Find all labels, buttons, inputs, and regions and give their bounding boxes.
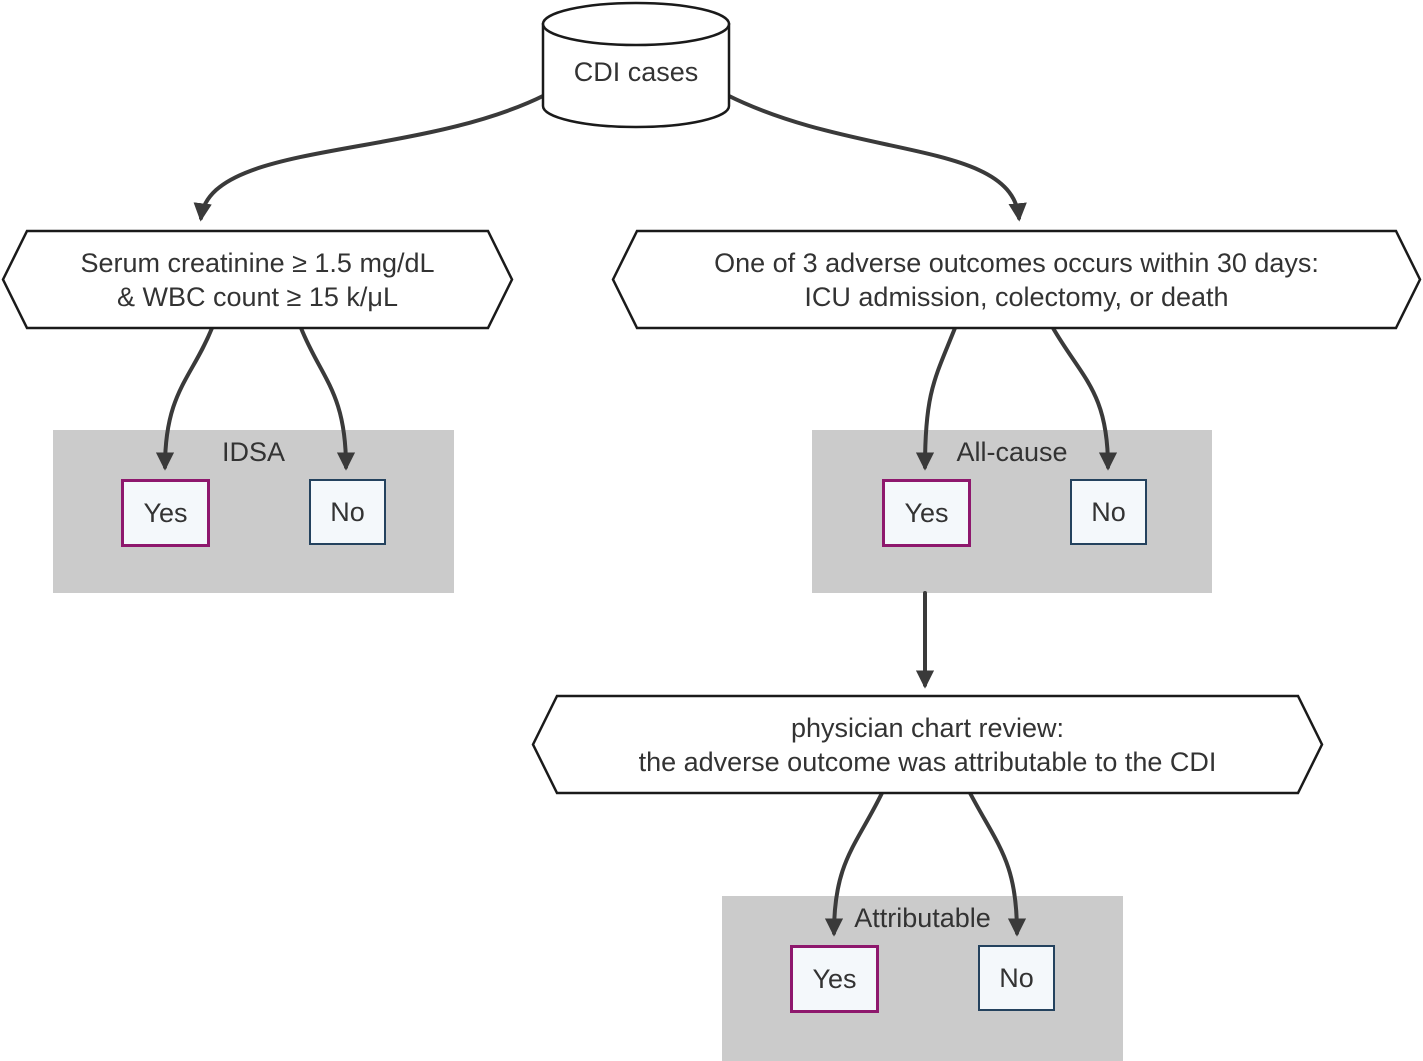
allcause-condition-line1: One of 3 adverse outcomes occurs within … <box>714 247 1319 278</box>
attributable-no-label: No <box>999 962 1034 993</box>
allcause-condition-label: One of 3 adverse outcomes occurs within … <box>637 231 1396 328</box>
arrow-root-to-allcause-condition <box>725 93 1027 222</box>
allcause-yes-box: Yes <box>882 479 971 547</box>
attributable-yes-box: Yes <box>790 945 879 1013</box>
idsa-condition-label: Serum creatinine ≥ 1.5 mg/dL & WBC count… <box>27 231 488 328</box>
allcause-no-label: No <box>1091 496 1126 527</box>
idsa-condition-line1: Serum creatinine ≥ 1.5 mg/dL <box>80 247 435 278</box>
review-condition-label: physician chart review: the adverse outc… <box>557 696 1298 793</box>
database-label: CDI cases <box>543 28 729 116</box>
database-cylinder-top <box>541 1 731 47</box>
review-condition-line1: physician chart review: <box>790 712 1065 743</box>
database-cylinder-body <box>541 22 731 129</box>
attributable-no-box: No <box>978 945 1055 1011</box>
arrow-allcause-to-no <box>1051 326 1118 471</box>
idsa-group-label: IDSA <box>221 437 286 467</box>
arrow-allcause-to-yes <box>915 326 957 471</box>
panel-attributable <box>722 896 1123 1061</box>
allcause-yes-label: Yes <box>904 497 949 528</box>
idsa-yes-label: Yes <box>143 497 188 528</box>
idsa-yes-box: Yes <box>121 479 210 547</box>
allcause-group-label: All-cause <box>956 437 1068 467</box>
idsa-no-label: No <box>330 496 365 527</box>
allcause-no-box: No <box>1070 479 1147 545</box>
idsa-condition-line2: & WBC count ≥ 15 k/μL <box>117 281 398 312</box>
hexagon-allcause-condition <box>611 229 1422 330</box>
attributable-group-label: Attributable <box>854 903 991 933</box>
allcause-condition-line2: ICU admission, colectomy, or death <box>804 281 1229 312</box>
arrow-review-to-no <box>968 791 1027 937</box>
panel-idsa <box>53 430 454 593</box>
database-label-text: CDI cases <box>573 56 699 87</box>
idsa-no-box: No <box>309 479 386 545</box>
attributable-yes-label: Yes <box>812 963 857 994</box>
arrow-root-to-idsa-condition <box>193 93 547 222</box>
arrow-idsa-to-no <box>299 326 356 471</box>
review-condition-line2: the adverse outcome was attributable to … <box>638 746 1217 777</box>
arrow-idsa-to-yes <box>155 326 214 471</box>
hexagon-review-condition <box>531 694 1324 795</box>
arrow-review-to-yes <box>824 791 884 937</box>
hexagon-idsa-condition <box>1 229 514 330</box>
